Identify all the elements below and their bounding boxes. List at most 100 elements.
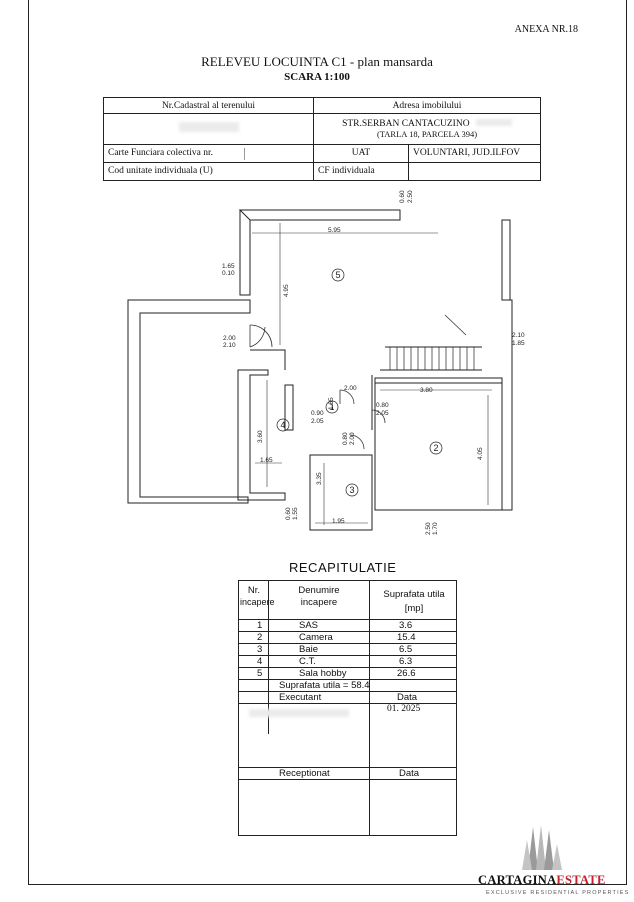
executant-label: Executant <box>279 692 322 703</box>
recap-table: Nr. incapere Denumire incapere Suprafata… <box>238 580 457 836</box>
col-area-header: Suprafata utila <box>383 589 445 600</box>
cadastral-number-header: Nr.Cadastral al terenului <box>103 96 314 115</box>
stair-treads <box>389 347 475 370</box>
row-name: Camera <box>299 632 333 643</box>
row-name: SAS <box>299 620 319 631</box>
cf-label: CF individuala <box>313 161 409 182</box>
dim-room2-width: 3.80 <box>420 387 433 394</box>
col-nr-header: Nr. <box>247 585 261 596</box>
uat-label: UAT <box>313 143 409 163</box>
dim-hall-height: 4.95 <box>283 284 290 297</box>
right-upper-wall <box>501 219 511 301</box>
dim-top-window: 0.60 <box>399 190 406 203</box>
logo-tagline: EXCLUSIVE RESIDENTIAL PROPERTIES <box>486 890 630 896</box>
row-area: 6.3 <box>399 656 413 667</box>
scale-label: SCARA 1:100 <box>284 71 350 83</box>
dim-top-window-h: 2.50 <box>407 190 414 203</box>
dim-door-ct: 0.90 <box>311 410 324 417</box>
row-nr: 1 <box>257 620 263 631</box>
left-hobby-wing <box>127 299 251 504</box>
row-area: 3.6 <box>399 620 413 631</box>
land-book-cell: Carte Funciara colectiva nr. <box>103 143 314 163</box>
page-frame <box>28 0 627 885</box>
dim-left-window: 1.65 <box>222 263 235 270</box>
top-wall <box>238 209 401 221</box>
uat-value: VOLUNTARI, JUD.ILFOV <box>408 143 541 163</box>
address-header: Adresa imobilului <box>313 96 541 115</box>
address-line-2: (TARLA 18, PARCELA 394) <box>376 128 478 139</box>
dimension-lines <box>252 223 492 525</box>
door-swings <box>249 314 467 450</box>
dim-door-r2-h: 2.05 <box>376 410 389 417</box>
data-value: 01. 2025 <box>387 704 421 714</box>
recap-title: RECAPITULATIE <box>289 560 397 575</box>
logo-name: CARTAGINAESTATE <box>478 873 606 888</box>
row-nr: 5 <box>257 668 263 679</box>
logo-name-b: ESTATE <box>556 873 606 887</box>
row-nr: 3 <box>257 644 263 655</box>
bath-outline <box>309 454 373 531</box>
room-label-1: 1 <box>329 402 334 412</box>
address-line-1: STR.SERBAN CANTACUZINO <box>342 118 470 129</box>
row-area: 6.5 <box>399 644 413 655</box>
row-nr: 4 <box>257 656 263 667</box>
data-label: Data <box>397 692 418 703</box>
land-book-separator <box>244 148 245 160</box>
dim-window-br: 2.50 <box>425 522 432 535</box>
unit-code-label: Cod unitate individuala (U) <box>103 161 314 182</box>
land-book-label: Carte Funciara colectiva nr. <box>108 148 213 159</box>
total-area: Suprafata utila = 58.4 <box>279 680 370 691</box>
annex-label: ANEXA NR.18 <box>514 24 578 35</box>
dim-bath-width: 1.95 <box>332 518 345 525</box>
logo-name-a: CARTAGINA <box>478 873 557 887</box>
dim-left-window-h: 0.10 <box>222 270 235 277</box>
dim-ct-height: 3.60 <box>257 430 264 443</box>
hall-lower-wall <box>250 349 286 370</box>
dim-right-window: 2.10 <box>512 332 525 339</box>
room-label-5: 5 <box>335 270 340 280</box>
room2-outline <box>374 377 503 511</box>
dim-window-br-h: 1.70 <box>432 522 439 535</box>
cartagina-logo-icon <box>522 825 562 870</box>
cf-value <box>408 161 541 182</box>
cadastral-table: Nr.Cadastral al terenului Adresa imobilu… <box>103 96 541 182</box>
row-nr: 2 <box>257 632 263 643</box>
dim-sas-width: 2.00 <box>344 385 357 392</box>
row-name: Sala hobby <box>299 668 347 679</box>
dim-bath-height: 3.35 <box>316 472 323 485</box>
address-value: STR.SERBAN CANTACUZINO (TARLA 18, PARCEL… <box>313 113 541 145</box>
ct-bath-wall <box>284 384 294 431</box>
cadastral-number-value <box>103 113 314 145</box>
ct-room-outline <box>237 369 286 501</box>
dim-window-bl: 0.60 <box>285 507 292 520</box>
executant-signature <box>249 709 349 720</box>
row-name: C.T. <box>299 656 316 667</box>
row-name: Baie <box>299 644 319 655</box>
left-upper-wall <box>239 210 251 296</box>
col-name-header: Denumire <box>298 585 340 596</box>
row-area: 26.6 <box>397 668 416 679</box>
data-label-2: Data <box>399 768 420 779</box>
dim-top-width: 5.95 <box>328 227 341 234</box>
dim-right-window-h: 1.85 <box>512 340 525 347</box>
dim-ct-width: 1.65 <box>260 457 273 464</box>
dim-window-bl-h: 1.55 <box>292 507 299 520</box>
dim-door-r2: 0.80 <box>376 402 389 409</box>
room-label-4: 4 <box>280 420 285 430</box>
dim-door-left-h: 2.10 <box>223 342 236 349</box>
dim-room2-height: 4.05 <box>477 447 484 460</box>
dim-door-ct-h: 2.05 <box>311 418 324 425</box>
dim-door-sas-h: 2.00 <box>349 432 356 445</box>
receptionat-label: Receptionat <box>279 768 330 779</box>
room-label-3: 3 <box>349 485 354 495</box>
col-nr-header-2: incapere <box>240 597 275 607</box>
dim-door-left: 2.00 <box>223 335 236 342</box>
dim-door-ct-v: 1.85 <box>328 397 335 410</box>
col-name-header-2: incapere <box>300 597 338 608</box>
document-title: RELEVEU LOCUINTA C1 - plan mansarda <box>201 54 433 69</box>
right-lower-wall <box>500 299 513 511</box>
row-area: 15.4 <box>397 632 416 643</box>
dim-door-sas: 0.80 <box>342 432 349 445</box>
floor-plan: 5.95 4.95 1.65 0.10 2.00 2.10 2.10 1.85 … <box>127 190 525 535</box>
col-area-header-2: [mp] <box>404 603 424 614</box>
